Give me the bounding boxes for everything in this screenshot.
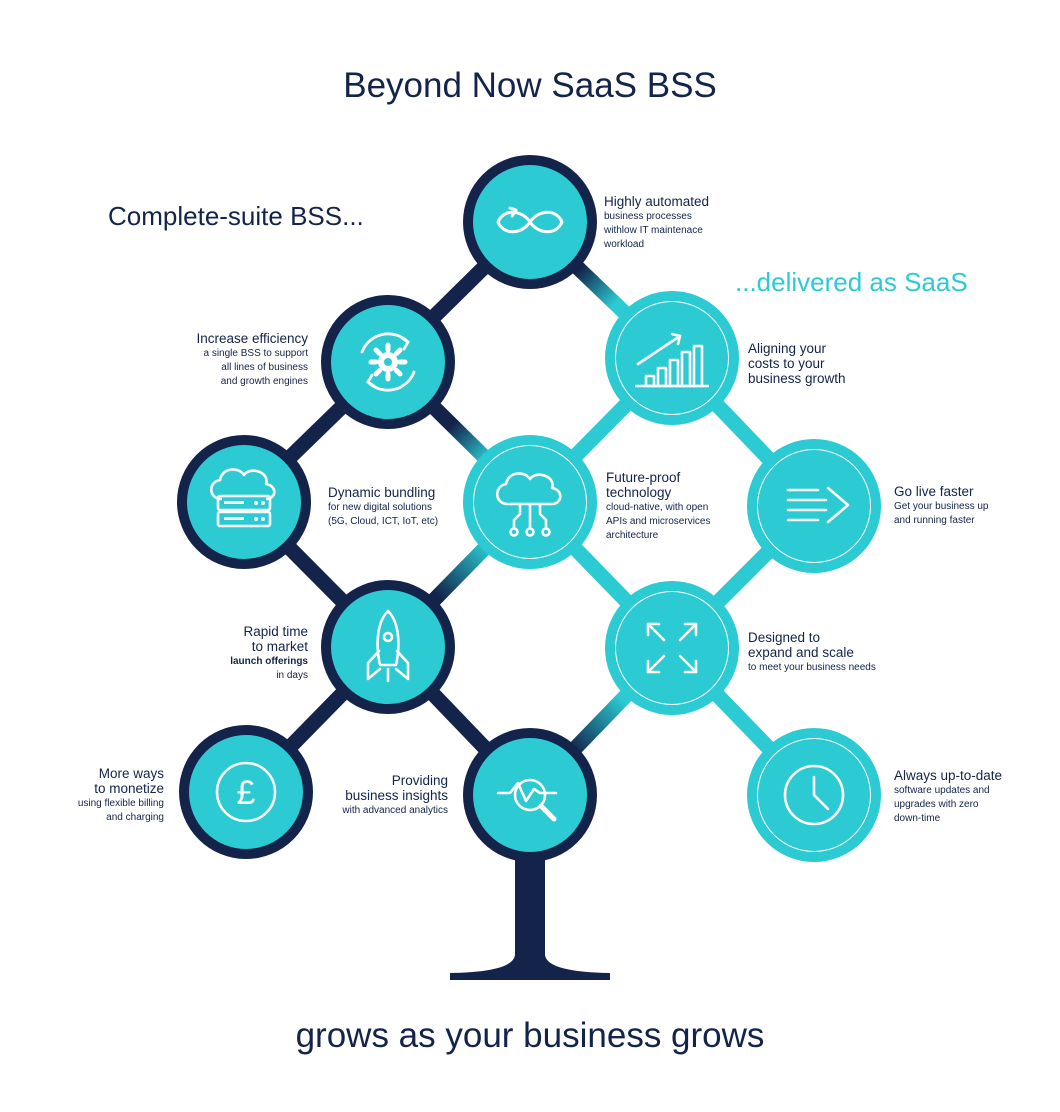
infinity-icon <box>496 206 564 234</box>
rocket-icon <box>366 609 410 683</box>
node-uptodate <box>747 728 881 862</box>
expand-arrows-icon <box>646 622 698 674</box>
cloud-network-icon <box>495 472 562 537</box>
bottom-slogan: grows as your business grows <box>295 1016 765 1055</box>
tagline-complete-suite: Complete-suite BSS... <box>108 201 364 231</box>
page-title: Beyond Now SaaS BSS <box>343 66 717 105</box>
label-bundling: Dynamic bundling for new digital solutio… <box>328 485 439 527</box>
node-aligning <box>605 291 739 425</box>
growth-chart-icon <box>635 332 709 388</box>
node-automated <box>463 155 597 289</box>
analytics-magnifier-icon <box>496 778 558 822</box>
node-bundling <box>177 435 311 569</box>
tree-trunk <box>450 845 610 980</box>
tagline-delivered-saas: ...delivered as SaaS <box>735 267 968 297</box>
pound-icon: £ <box>215 761 277 823</box>
label-efficiency: Increase efficiency a single BSS to supp… <box>196 331 308 387</box>
gear-cycle-icon <box>360 332 416 392</box>
node-scale <box>605 581 739 715</box>
clock-icon <box>783 764 845 826</box>
node-golive <box>747 439 881 573</box>
node-futureproof <box>463 435 597 569</box>
node-efficiency <box>321 295 455 429</box>
fast-arrow-icon <box>786 486 850 524</box>
node-rapid <box>321 580 455 714</box>
node-monetize: £ <box>179 725 313 859</box>
cloud-server-icon <box>209 468 276 528</box>
svg-text:£: £ <box>237 774 256 812</box>
node-insights <box>463 728 597 862</box>
